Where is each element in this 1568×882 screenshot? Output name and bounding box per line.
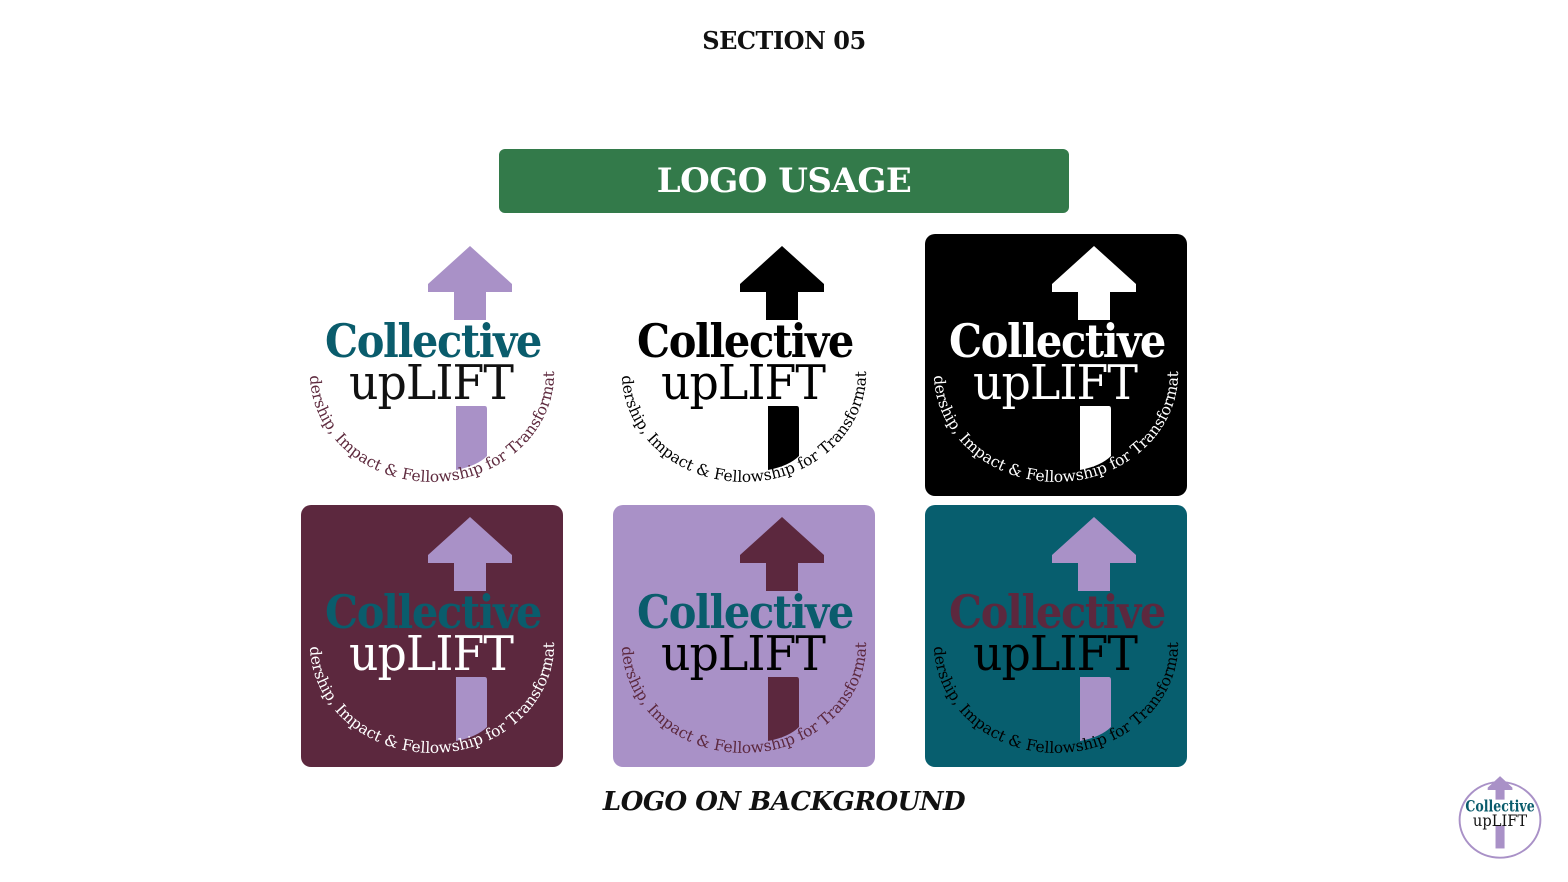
brand-logo: CollectiveupLIFTLeadership, Impact & Fel…	[613, 234, 870, 486]
logo-word-uplift: upLIFT	[661, 355, 826, 411]
arrow-up-icon	[428, 246, 512, 320]
arrow-shaft-icon	[1080, 677, 1111, 741]
banner-title: LOGO USAGE	[656, 161, 912, 201]
logo-word-uplift: upLIFT	[349, 626, 514, 682]
logo-word-uplift: upLIFT	[661, 626, 826, 682]
logo-word-collective: Collective	[949, 314, 1165, 368]
logo-variant-tile: CollectiveupLIFTLeadership, Impact & Fel…	[925, 505, 1187, 767]
arrow-up-icon	[1052, 517, 1136, 591]
brand-logo: CollectiveupLIFTLeadership, Impact & Fel…	[925, 505, 1182, 757]
logo-word-uplift: upLIFT	[973, 626, 1138, 682]
logo-variant-tile: CollectiveupLIFTLeadership, Impact & Fel…	[925, 234, 1187, 496]
logo-word-collective: Collective	[325, 585, 541, 639]
arrow-up-icon	[428, 517, 512, 591]
arrow-shaft-icon	[456, 677, 487, 741]
arrow-shaft-icon	[768, 406, 799, 470]
brand-logo: CollectiveupLIFTLeadership, Impact & Fel…	[613, 505, 870, 757]
brand-logo: CollectiveupLIFTLeadership, Impact & Fel…	[301, 234, 558, 486]
arrow-shaft-icon	[1495, 825, 1505, 849]
arrow-up-icon	[740, 246, 824, 320]
arrow-shaft-icon	[1080, 406, 1111, 470]
arrow-up-icon	[1487, 776, 1513, 800]
logo-word-collective: Collective	[1465, 797, 1534, 816]
logo-word-uplift: upLIFT	[1473, 811, 1527, 830]
logo-word-collective: Collective	[325, 314, 541, 368]
logo-usage-banner: LOGO USAGE	[499, 149, 1069, 213]
logo-word-collective: Collective	[637, 585, 853, 639]
arrow-up-icon	[1052, 246, 1136, 320]
logo-on-background-caption: LOGO ON BACKGROUND	[602, 787, 966, 817]
logo-variant-tile: CollectiveupLIFTLeadership, Impact & Fel…	[613, 234, 875, 496]
logo-word-collective: Collective	[637, 314, 853, 368]
logo-variant-tile: CollectiveupLIFTLeadership, Impact & Fel…	[613, 505, 875, 767]
logo-word-uplift: upLIFT	[973, 355, 1138, 411]
logo-word-uplift: upLIFT	[349, 355, 514, 411]
arrow-shaft-icon	[456, 406, 487, 470]
logo-variant-tile: CollectiveupLIFTLeadership, Impact & Fel…	[301, 505, 563, 767]
arrow-up-icon	[740, 517, 824, 591]
brand-logo: CollectiveupLIFTLeadership, Impact & Fel…	[301, 505, 558, 757]
logo-variant-tile: CollectiveupLIFTLeadership, Impact & Fel…	[301, 234, 563, 496]
brand-logo: CollectiveupLIFTLeadership, Impact & Fel…	[925, 234, 1182, 486]
section-label: SECTION 05	[702, 26, 866, 55]
logo-word-collective: Collective	[949, 585, 1165, 639]
arrow-shaft-icon	[768, 677, 799, 741]
